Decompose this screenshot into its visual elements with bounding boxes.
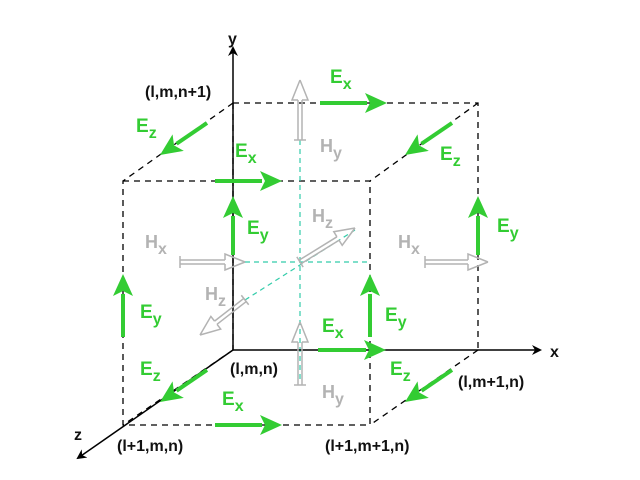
- ey-arrow: [113, 274, 133, 337]
- node-label-l1-m-n: (l+1,m,n): [117, 438, 183, 455]
- ex-arrow: [215, 415, 282, 435]
- e-field-arrows: [113, 93, 488, 435]
- ez-label: Ez: [440, 144, 461, 170]
- ey-label: Ey: [385, 305, 407, 331]
- node-label-l-m-n: (l,m,n): [230, 361, 278, 378]
- x-axis-label: x: [550, 344, 559, 361]
- hy-arrow: [290, 79, 310, 141]
- hx-label: Hx: [145, 232, 167, 258]
- ey-label: Ey: [247, 218, 269, 244]
- ey-label: Ey: [140, 302, 162, 328]
- ex-label: Ex: [330, 67, 352, 93]
- hx-label: Hx: [398, 232, 420, 258]
- ex-label: Ex: [222, 389, 244, 415]
- z-axis-label: z: [74, 427, 82, 444]
- hy-label: Hy: [320, 136, 342, 162]
- ex-label: Ex: [235, 141, 257, 167]
- ez-arrow: [160, 368, 209, 402]
- ez-label: Ez: [136, 116, 157, 142]
- ey-arrow: [360, 274, 380, 337]
- ex-label: Ex: [322, 316, 344, 342]
- hz-label: Hz: [312, 206, 333, 232]
- hz-label: Hz: [205, 284, 226, 310]
- z-axis: [76, 349, 234, 460]
- h-field-arrows: [179, 79, 489, 386]
- ey-arrow: [468, 196, 488, 255]
- ex-arrow: [320, 93, 387, 113]
- node-label-l1-m1-n: (l+1,m+1,n): [325, 438, 409, 455]
- hx-arrow: [179, 252, 246, 272]
- node-label-l-m-n1: (l,m,n+1): [145, 84, 211, 101]
- node-label-l-m1-n: (l,m+1,n): [458, 374, 524, 391]
- ez-label: Ez: [140, 359, 161, 385]
- axes: [76, 46, 542, 460]
- hy-label: Hy: [322, 382, 344, 408]
- hy-arrow: [290, 321, 310, 386]
- y-axis-label: y: [228, 31, 237, 48]
- ez-arrow: [405, 121, 454, 155]
- hz-arrow: [296, 227, 356, 268]
- ey-arrow: [223, 196, 243, 255]
- ex-arrow: [318, 340, 386, 360]
- hz-arrow: [199, 294, 250, 336]
- ez-arrow: [160, 121, 209, 155]
- ex-arrow: [215, 171, 282, 191]
- ey-label: Ey: [497, 216, 519, 242]
- hx-arrow: [424, 252, 489, 272]
- ez-label: Ez: [390, 359, 411, 385]
- ez-arrow: [405, 368, 454, 402]
